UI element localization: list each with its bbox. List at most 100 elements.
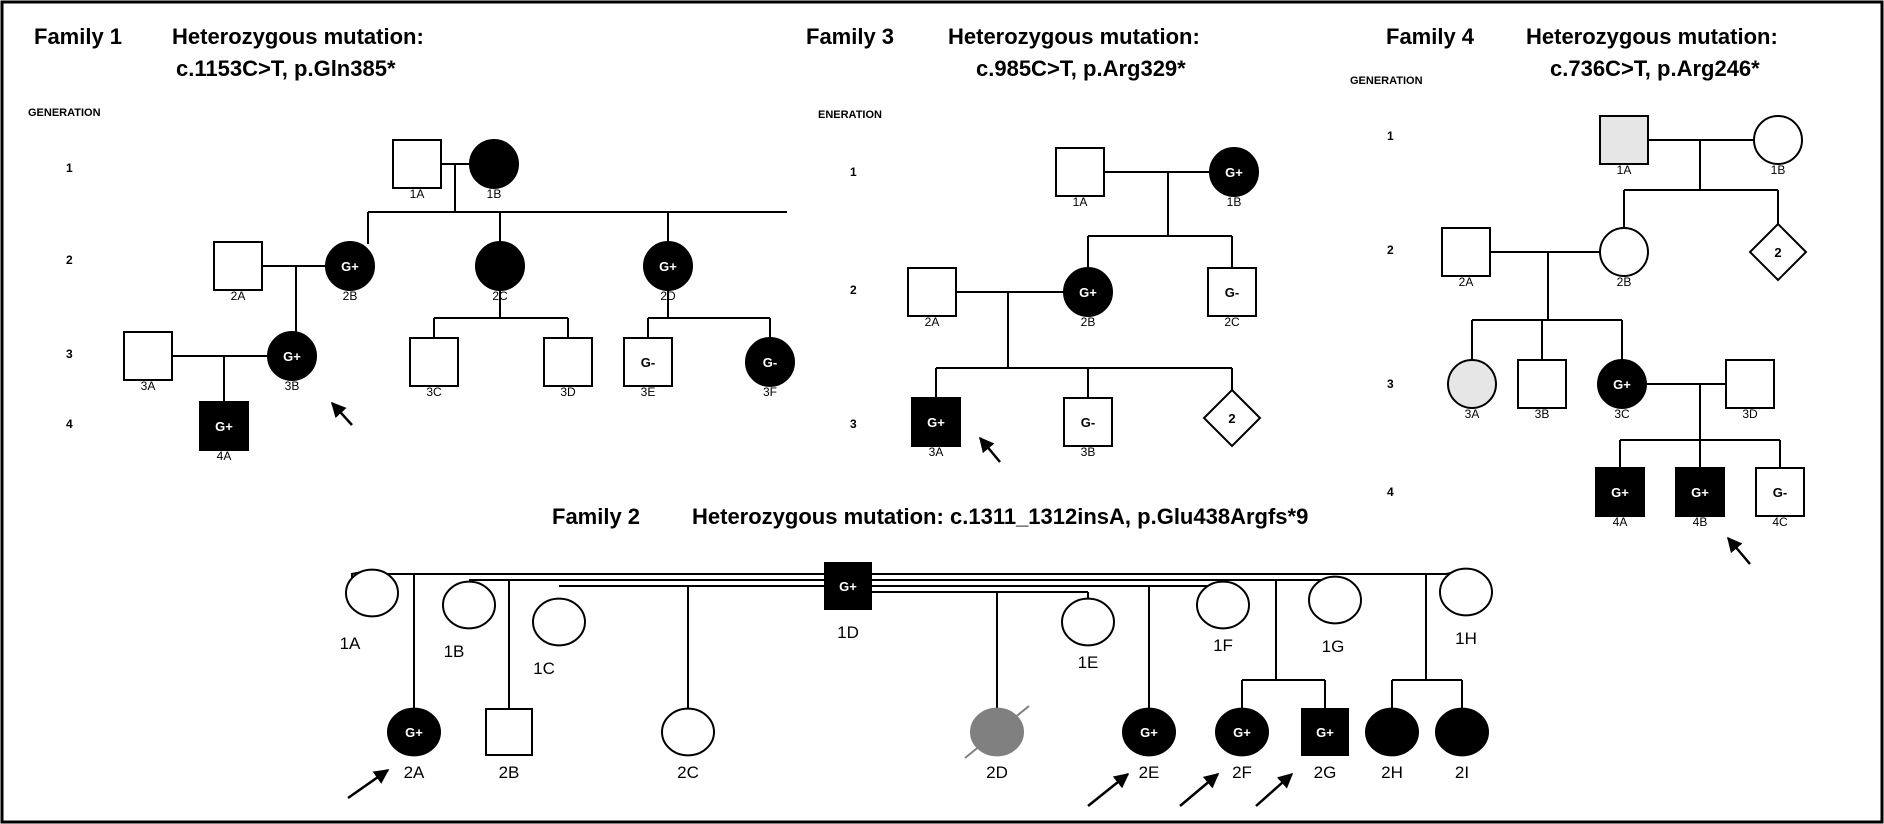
family-3-mutation: c.985C>T, p.Arg329* xyxy=(976,56,1186,81)
male-square-icon xyxy=(1063,397,1113,447)
male-square-icon xyxy=(1441,227,1491,277)
female-circle-icon xyxy=(267,331,317,381)
person-f3-2A: 2A xyxy=(907,267,957,329)
person-f4-3C: G+3C xyxy=(1597,359,1647,421)
person-f3-1B: G+1B xyxy=(1209,147,1259,209)
individual-id-label: 1A xyxy=(340,634,361,653)
family-4-name: Family 4 xyxy=(1386,24,1475,49)
female-circle-icon xyxy=(1209,147,1259,197)
person-f2-1G: 1G xyxy=(1308,575,1362,656)
proband-arrow-f2-2E xyxy=(1087,773,1130,807)
sibling-count: 2 xyxy=(1228,411,1235,426)
genotype-label: G- xyxy=(1081,415,1095,430)
individual-id-label: 1B xyxy=(487,187,502,201)
individual-id-label: 2B xyxy=(1617,275,1632,289)
female-circle-icon xyxy=(1196,580,1250,630)
female-circle-icon xyxy=(325,241,375,291)
female-circle-icon xyxy=(1308,575,1362,625)
family-3-name: Family 3 xyxy=(806,24,894,49)
person-f2-2A: G+ 2A xyxy=(387,707,441,782)
genotype-label: G+ xyxy=(405,725,423,740)
individual-id-label: 4C xyxy=(1772,515,1788,529)
family-1-mutation: c.1153C>T, p.Gln385* xyxy=(176,56,396,81)
individual-id-label: 3F xyxy=(763,385,777,399)
family-2-name: Family 2 xyxy=(552,504,640,529)
individual-id-label: 1E xyxy=(1078,653,1099,672)
person-f4-4A: G+4A xyxy=(1595,467,1645,529)
person-f3-2C: G-2C xyxy=(1207,267,1257,329)
individual-id-label: 3D xyxy=(1742,407,1758,421)
person-f2-1C: 1C xyxy=(532,597,586,678)
genotype-label: G- xyxy=(641,355,655,370)
family-2-mutation-title: Heterozygous mutation: xyxy=(692,504,944,529)
genotype-label: G+ xyxy=(1316,725,1334,740)
male-square-icon xyxy=(824,562,872,610)
individual-id-label: 2C xyxy=(1224,315,1240,329)
individual-id-label: 2G xyxy=(1314,763,1337,782)
person-f2-1H: 1H xyxy=(1439,567,1493,648)
genotype-label: G+ xyxy=(1611,485,1629,500)
individual-id-label: 1B xyxy=(1771,163,1786,177)
genotype-label: G+ xyxy=(215,419,233,434)
person-f1-3E: G-3E xyxy=(623,337,673,399)
person-f4-4C: G-4C xyxy=(1755,467,1805,529)
individual-id-label: 3B xyxy=(1535,407,1550,421)
male-square-icon xyxy=(1301,708,1349,756)
genotype-label: G+ xyxy=(659,259,677,274)
male-square-icon xyxy=(1517,359,1567,409)
individual-id-label: 2D xyxy=(986,763,1008,782)
male-square-icon xyxy=(199,401,249,451)
proband-arrow-f1-3B xyxy=(330,401,353,426)
female-circle-icon xyxy=(1063,267,1113,317)
male-square-icon xyxy=(392,139,442,189)
person-f2-1A: 1A xyxy=(340,568,399,653)
titles: Family 1 Heterozygous mutation: c.1153C>… xyxy=(34,24,1778,529)
female-circle-icon xyxy=(1599,227,1649,277)
individual-id-label: 1A xyxy=(1073,195,1088,209)
family-4-gen-2: 2 xyxy=(1387,243,1394,257)
individual-id-label: 1G xyxy=(1322,637,1345,656)
person-f1-1B: 1B xyxy=(469,139,519,201)
individual-id-label: 3B xyxy=(285,379,300,393)
male-square-icon xyxy=(1755,467,1805,517)
person-f2-2I: 2I xyxy=(1435,707,1489,782)
individual-id-label: 2H xyxy=(1381,763,1403,782)
female-circle-icon xyxy=(1365,707,1419,757)
person-f1-2C: 2C xyxy=(475,241,525,303)
male-square-icon xyxy=(1675,467,1725,517)
family-3-gen-1: 1 xyxy=(850,165,857,179)
person-f2-1B: 1B xyxy=(442,580,496,661)
individual-id-label: 2A xyxy=(231,289,246,303)
individual-id-label: 1C xyxy=(533,659,555,678)
family-3-gen-3: 3 xyxy=(850,417,857,431)
female-circle-icon xyxy=(1439,567,1493,617)
female-circle-icon xyxy=(532,597,586,647)
proband-arrow-f2-2A xyxy=(347,768,390,800)
person-f1-3A: 3A xyxy=(123,331,173,393)
female-circle-icon xyxy=(1597,359,1647,409)
female-circle-icon xyxy=(745,337,795,387)
male-square-icon xyxy=(1207,267,1257,317)
male-square-icon xyxy=(213,241,263,291)
family-4-gen-3: 3 xyxy=(1387,377,1394,391)
female-circle-icon xyxy=(475,241,525,291)
person-f4-2B: 2B xyxy=(1599,227,1649,289)
individual-id-label: 1F xyxy=(1213,636,1233,655)
proband-arrow-f2-2G xyxy=(1255,773,1294,807)
family-4-generation-header: GENERATION xyxy=(1350,75,1423,87)
family-1-generation-header: GENERATION xyxy=(28,107,101,119)
person-f4-3B: 3B xyxy=(1517,359,1567,421)
individual-id-label: 2E xyxy=(1139,763,1160,782)
individual-id-label: 1A xyxy=(1617,163,1632,177)
individual-id-label: 2A xyxy=(404,763,425,782)
family-1-gen-4: 4 xyxy=(66,417,73,431)
sibling-count: 2 xyxy=(1774,245,1781,260)
genotype-label: G+ xyxy=(1233,725,1251,740)
female-circle-icon xyxy=(1753,115,1803,165)
family-4-mutation: c.736C>T, p.Arg246* xyxy=(1550,56,1760,81)
person-f2-2E: G+2E xyxy=(1122,707,1176,782)
female-circle-icon xyxy=(1447,359,1497,409)
person-f4-2A: 2A xyxy=(1441,227,1491,289)
individual-id-label: 3A xyxy=(929,445,944,459)
